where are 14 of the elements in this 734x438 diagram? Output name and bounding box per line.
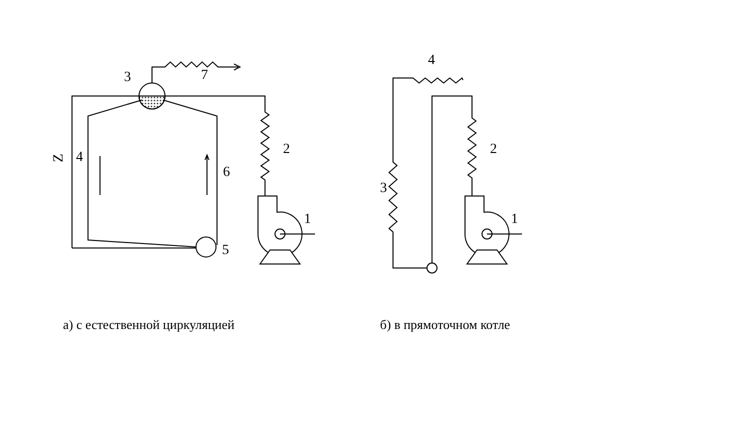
callout-number: 1 xyxy=(511,213,518,227)
callout-number: 2 xyxy=(490,143,497,157)
callout-number: 5 xyxy=(222,244,229,258)
callout-number: 7 xyxy=(201,69,208,83)
caption: а) с естественной циркуляцией xyxy=(63,318,234,331)
callout-number: 4 xyxy=(428,54,435,68)
callout-number: 1 xyxy=(304,213,311,227)
caption: б) в прямоточном котле xyxy=(380,318,510,331)
callout-number: 4 xyxy=(76,151,83,165)
callout-number: 3 xyxy=(380,182,387,196)
callout-number: 3 xyxy=(124,71,131,85)
callout-number: Z xyxy=(52,154,66,162)
callout-number: 6 xyxy=(223,166,230,180)
callout-number: 2 xyxy=(283,143,290,157)
